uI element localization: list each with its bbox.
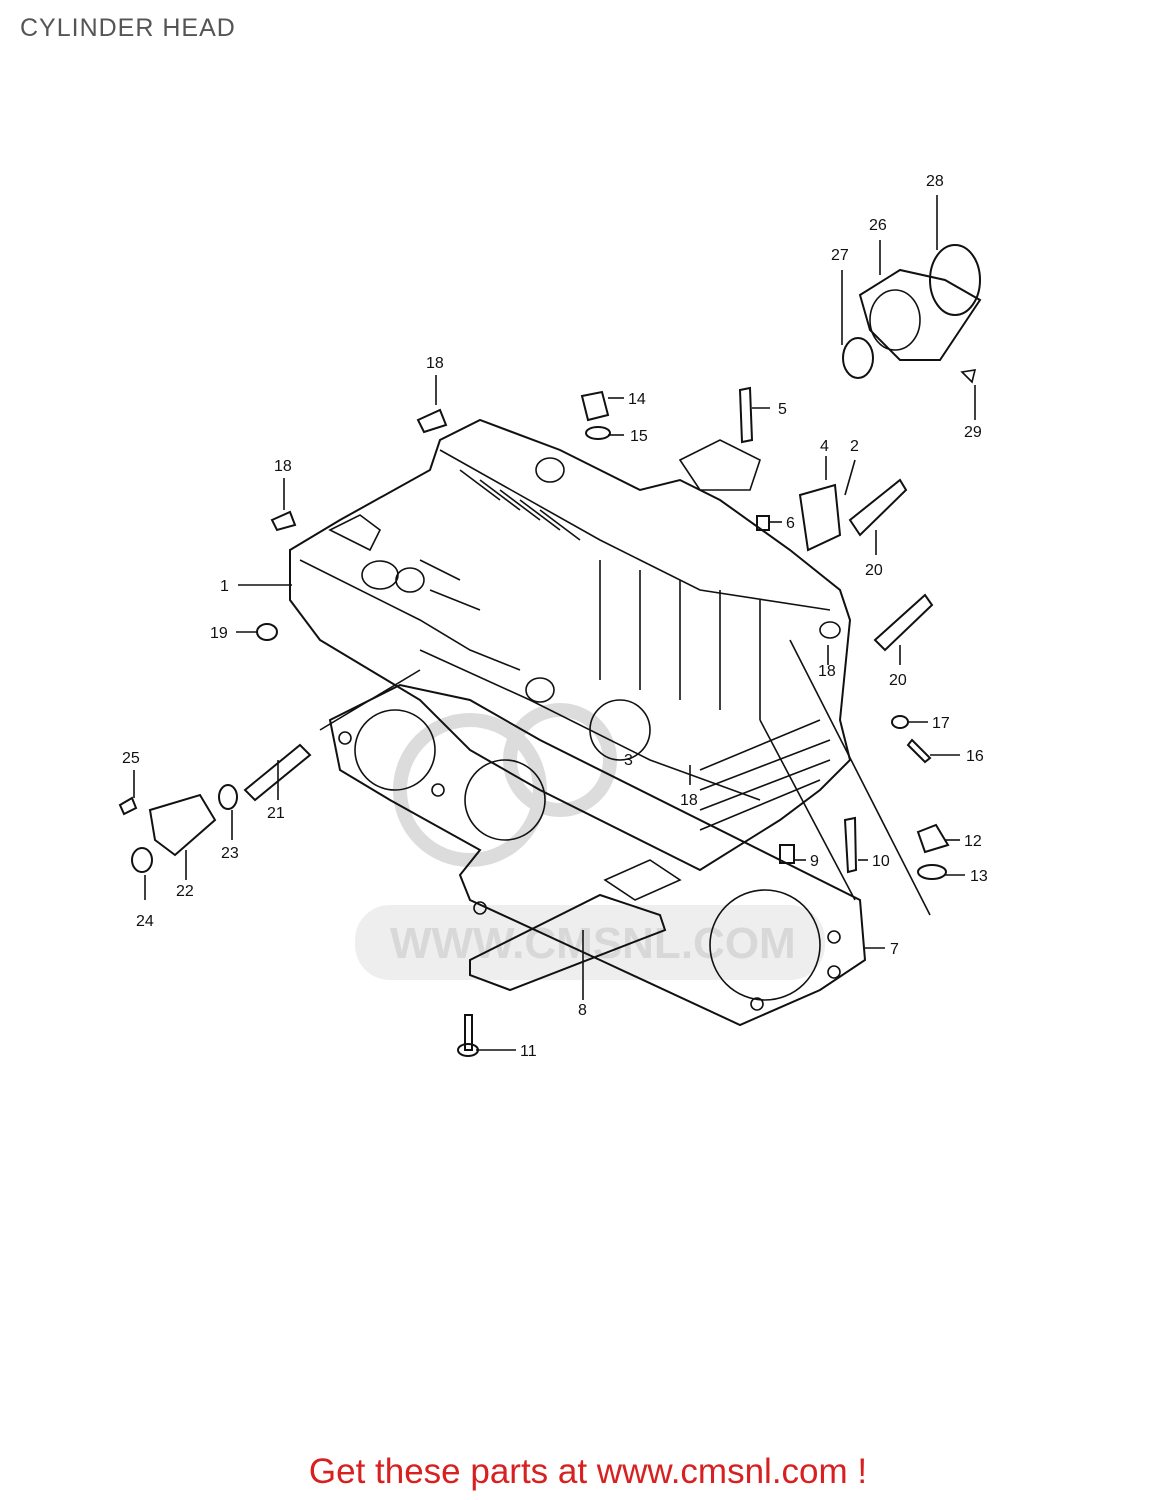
callout-28: 28 (926, 173, 944, 190)
callout-18d: 18 (818, 663, 836, 680)
callout-5: 5 (778, 401, 787, 418)
housing-22 (148, 793, 217, 857)
callout-10: 10 (872, 853, 890, 870)
callout-17: 17 (932, 715, 950, 732)
nut-14 (580, 390, 610, 422)
callout-1: 1 (220, 578, 229, 595)
callout-20b: 20 (889, 672, 907, 689)
watermark-text: WWW.CMSNL.COM (390, 919, 796, 968)
oring-23 (218, 784, 238, 810)
plug-19 (256, 623, 278, 641)
callout-27: 27 (831, 247, 849, 264)
washer-13 (917, 864, 947, 880)
callout-6: 6 (786, 515, 795, 532)
callout-25: 25 (122, 750, 140, 767)
callout-19: 19 (210, 625, 228, 642)
small-parts (118, 386, 950, 1057)
rubber-gasket (469, 859, 682, 992)
guide-2 (798, 483, 842, 552)
washer-17 (891, 715, 909, 729)
callout-22: 22 (176, 883, 194, 900)
callout-16: 16 (966, 748, 984, 765)
callout-14: 14 (628, 391, 646, 408)
bolt-16 (906, 738, 932, 764)
callout-12: 12 (964, 833, 982, 850)
cable-21 (243, 743, 312, 802)
callout-8: 8 (578, 1002, 587, 1019)
bolt-5 (738, 386, 754, 444)
callout-20a: 20 (865, 562, 883, 579)
callout-2: 2 (850, 438, 859, 455)
callout-3: 3 (624, 752, 633, 769)
nut-12 (916, 823, 950, 854)
cylinder-head-exploded-diagram: WWW.CMSNL.COM (118, 173, 988, 1060)
callout-11: 11 (520, 1043, 537, 1060)
callout-18a: 18 (426, 355, 444, 372)
screw-25 (118, 796, 138, 816)
callout-13: 13 (970, 868, 988, 885)
watermark: WWW.CMSNL.COM (355, 703, 825, 980)
leader-lines (133, 195, 976, 1051)
plug-20a (848, 478, 908, 537)
callout-21: 21 (267, 805, 285, 822)
callout-18c: 18 (680, 792, 698, 809)
pin-6 (756, 515, 770, 531)
cap-24 (131, 847, 153, 873)
callout-24: 24 (136, 913, 154, 930)
bolt-10 (843, 816, 858, 874)
callout-15: 15 (630, 428, 648, 445)
callout-labels: 1 2 3 4 5 6 7 8 9 10 11 12 13 14 15 16 1… (122, 173, 988, 1060)
callout-29: 29 (964, 424, 982, 441)
plug-20b (873, 593, 934, 652)
callout-4: 4 (820, 438, 829, 455)
pin-9 (779, 844, 795, 864)
callout-26: 26 (869, 217, 887, 234)
cap-18a (416, 408, 448, 434)
cap-18b (270, 510, 297, 532)
page-title: CYLINDER HEAD (20, 14, 236, 42)
washer-15 (585, 426, 611, 440)
callout-7: 7 (890, 941, 899, 958)
callout-18b: 18 (274, 458, 292, 475)
cylinder-head (289, 418, 852, 872)
head-gasket (328, 683, 867, 1027)
intake-pipe (842, 244, 982, 384)
bolt-11 (464, 1014, 473, 1051)
callout-23: 23 (221, 845, 239, 862)
footer-link[interactable]: Get these parts at www.cmsnl.com ! (308, 1452, 868, 1491)
callout-9: 9 (810, 853, 819, 870)
